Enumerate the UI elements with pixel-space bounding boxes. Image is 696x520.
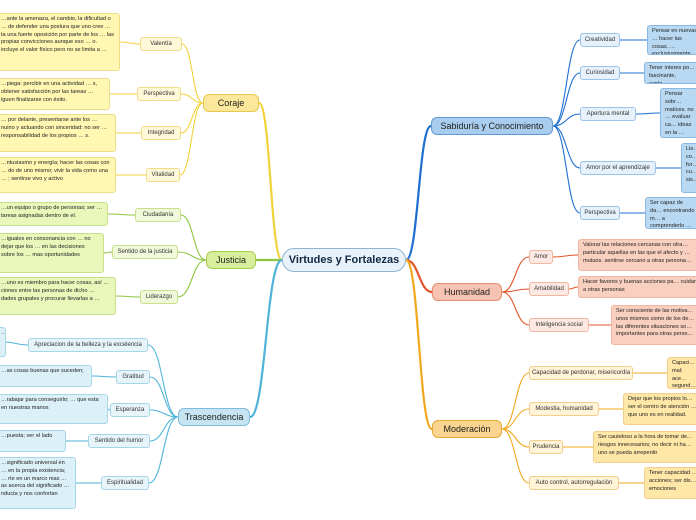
trascendencia-apreciacion-belleza[interactable]: Apreciacion de la belleza y la excelenci… [28, 338, 148, 352]
trascendencia-gratitud[interactable]: Gratitud [116, 370, 150, 384]
trascendencia-esperanza[interactable]: Esperanza [110, 403, 150, 417]
coraje-perspectiva-text: …piega: percibir en una actividad … s, o… [0, 78, 110, 110]
trascendencia-humor-text: …puesta; ver el lado [0, 430, 66, 452]
link-moderacion-1 [501, 408, 530, 430]
link-center-moderacion [404, 258, 434, 431]
link-coraje-leaf-0 [119, 41, 141, 45]
coraje-vitalidad[interactable]: Vitalidad [146, 168, 180, 182]
coraje-valentia-text: …ante la amenaza, el cambio, la dificult… [0, 13, 120, 71]
humanidad-inteligencia-social-text: Ser consciente de las motiva… unos mismo… [611, 305, 696, 345]
humanidad-amor[interactable]: Amor [529, 250, 553, 264]
humanidad-inteligencia-social[interactable]: Inteligencia social [529, 318, 589, 332]
branch-moderacion[interactable]: Moderación [432, 420, 502, 438]
justicia-ciudadania-text: …un equipo o grupo de personas; ser … ta… [0, 202, 108, 226]
coraje-valentia[interactable]: Valentía [140, 37, 182, 51]
coraje-integridad[interactable]: Integridad [141, 126, 181, 140]
link-trascendencia-2 [149, 409, 179, 418]
trascendencia-esperanza-text: …rabajar para conseguirlo; … que esta en… [0, 394, 108, 424]
link-coraje-3 [179, 102, 204, 176]
center-topic[interactable]: Virtudes y Fortalezas [282, 248, 406, 272]
branch-humanidad[interactable]: Humanidad [432, 283, 502, 301]
link-humanidad-leaf-1 [568, 286, 579, 290]
link-moderacion-0 [501, 372, 530, 430]
justicia-sentido-de-la-justicia[interactable]: Sentido de la justicia [112, 245, 178, 259]
moderacion-modestia-text: Dejar que los propios lo… ser el centro … [623, 393, 696, 425]
humanidad-amor-text: Valorar las relaciones cercanas con otra… [578, 239, 696, 271]
link-justicia-leaf-2 [115, 295, 141, 298]
link-humanidad-1 [501, 288, 530, 293]
humanidad-amabilidad[interactable]: Amabilidad [529, 282, 569, 296]
trascendencia-belleza-text: … [0, 327, 6, 357]
link-center-trascendencia [248, 258, 284, 419]
link-humanidad-2 [501, 291, 530, 326]
sabiduria-apertura-mental[interactable]: Apertura mental [580, 107, 636, 121]
justicia-liderazgo[interactable]: Liderazgo [140, 290, 178, 304]
link-coraje-1 [180, 93, 204, 104]
trascendencia-sentido-del-humor[interactable]: Sentido del humor [88, 434, 150, 448]
link-justicia-leaf-1 [103, 251, 113, 254]
link-humanidad-0 [501, 256, 530, 293]
link-sabiduria-2 [552, 113, 581, 127]
sabiduria-perspectiva-text: Ser capaz de da… encontrando m… a compre… [645, 197, 696, 229]
link-justicia-2 [177, 259, 207, 298]
justicia-ciudadania[interactable]: Ciudadanía [135, 208, 181, 222]
link-trascendencia-0 [147, 344, 179, 418]
link-justicia-leaf-0 [107, 213, 136, 216]
sabiduria-apertura-mental-text: Pensar sobr… matices. no … evaluar ca… i… [660, 88, 696, 138]
sabiduria-amor-por-el-aprendizaje[interactable]: Amor por el aprendizaje [580, 161, 656, 175]
link-justicia-0 [180, 214, 207, 261]
sabiduria-perspectiva[interactable]: Perspectiva [580, 206, 620, 220]
sabiduria-amor-aprendizaje-text: Lle… co… for… cu… sis… [681, 143, 696, 193]
sabiduria-creatividad[interactable]: Creatividad [580, 33, 620, 47]
branch-sabiduria-y-conocimiento[interactable]: Sabiduría y Conocimiento [431, 117, 553, 135]
branch-coraje[interactable]: Coraje [203, 94, 259, 112]
link-coraje-0 [181, 43, 204, 104]
sabiduria-curiosidad[interactable]: Curiosidad [580, 66, 620, 80]
link-sabiduria-1 [552, 72, 581, 127]
branch-trascendencia[interactable]: Trascendencia [178, 408, 250, 426]
moderacion-modestia[interactable]: Modestia, humanidad [529, 402, 599, 416]
coraje-integridad-text: … por delante, presentarse ante los … nu… [0, 114, 116, 152]
moderacion-prudencia[interactable]: Prudencia [529, 440, 563, 454]
coraje-perspectiva[interactable]: Perspectiva [137, 87, 181, 101]
moderacion-prudencia-text: Ser cauteloso a la hora de tomar de… rie… [593, 431, 696, 463]
branch-justicia[interactable]: Justicia [206, 251, 256, 269]
justicia-sentido-text: …iguales en consonancia con … no dejar q… [0, 233, 104, 273]
link-sabiduria-0 [552, 39, 581, 127]
sabiduria-curiosidad-text: Tener interes po… fascinante, explo… [644, 62, 696, 84]
link-trascendencia-3 [149, 416, 179, 442]
link-sabiduria-leaf-2 [635, 112, 661, 115]
moderacion-capacidad-de-perdonar[interactable]: Capacidad de perdonar, misericordia [529, 366, 633, 380]
moderacion-auto-control-text: Tener capacidad … acciones; ser dis… emo… [644, 467, 696, 499]
link-trascendencia-leaf-2 [107, 408, 111, 411]
link-justicia-1 [177, 251, 207, 261]
link-trascendencia-1 [149, 376, 179, 418]
justicia-liderazgo-text: …uno es miembro para hacer cosas, así … … [0, 277, 116, 315]
link-center-sabiduria [404, 124, 433, 262]
link-humanidad-leaf-0 [552, 254, 579, 258]
link-center-humanidad [404, 258, 434, 294]
sabiduria-creatividad-text: Pensar en nuevas … hacer las cosas. … ex… [647, 25, 696, 55]
link-moderacion-3 [501, 428, 530, 484]
trascendencia-espiritualidad-text: …significado universal en … en la propia… [0, 457, 76, 509]
link-trascendencia-leaf-0 [3, 341, 29, 346]
coraje-vitalidad-text: …ntusiasmo y energía; hacer las cosas co… [0, 157, 116, 193]
trascendencia-gratitud-text: …as cosas buenas que suceden; [0, 365, 92, 387]
link-trascendencia-leaf-1 [91, 375, 117, 378]
moderacion-auto-control[interactable]: Auto control, autorregulación [529, 476, 619, 490]
link-sabiduria-4 [552, 125, 581, 214]
link-coraje-2 [180, 102, 204, 134]
moderacion-perdonar-text: Capaci… mal; ace… segund… [667, 357, 696, 389]
link-sabiduria-3 [552, 125, 581, 169]
link-moderacion-2 [501, 428, 530, 448]
trascendencia-espiritualidad[interactable]: Espiritualidad [101, 476, 149, 490]
humanidad-amabilidad-text: Hacer favores y buenas acciones pa… cuid… [578, 276, 696, 298]
link-center-coraje [257, 101, 284, 262]
link-trascendencia-4 [148, 416, 179, 484]
